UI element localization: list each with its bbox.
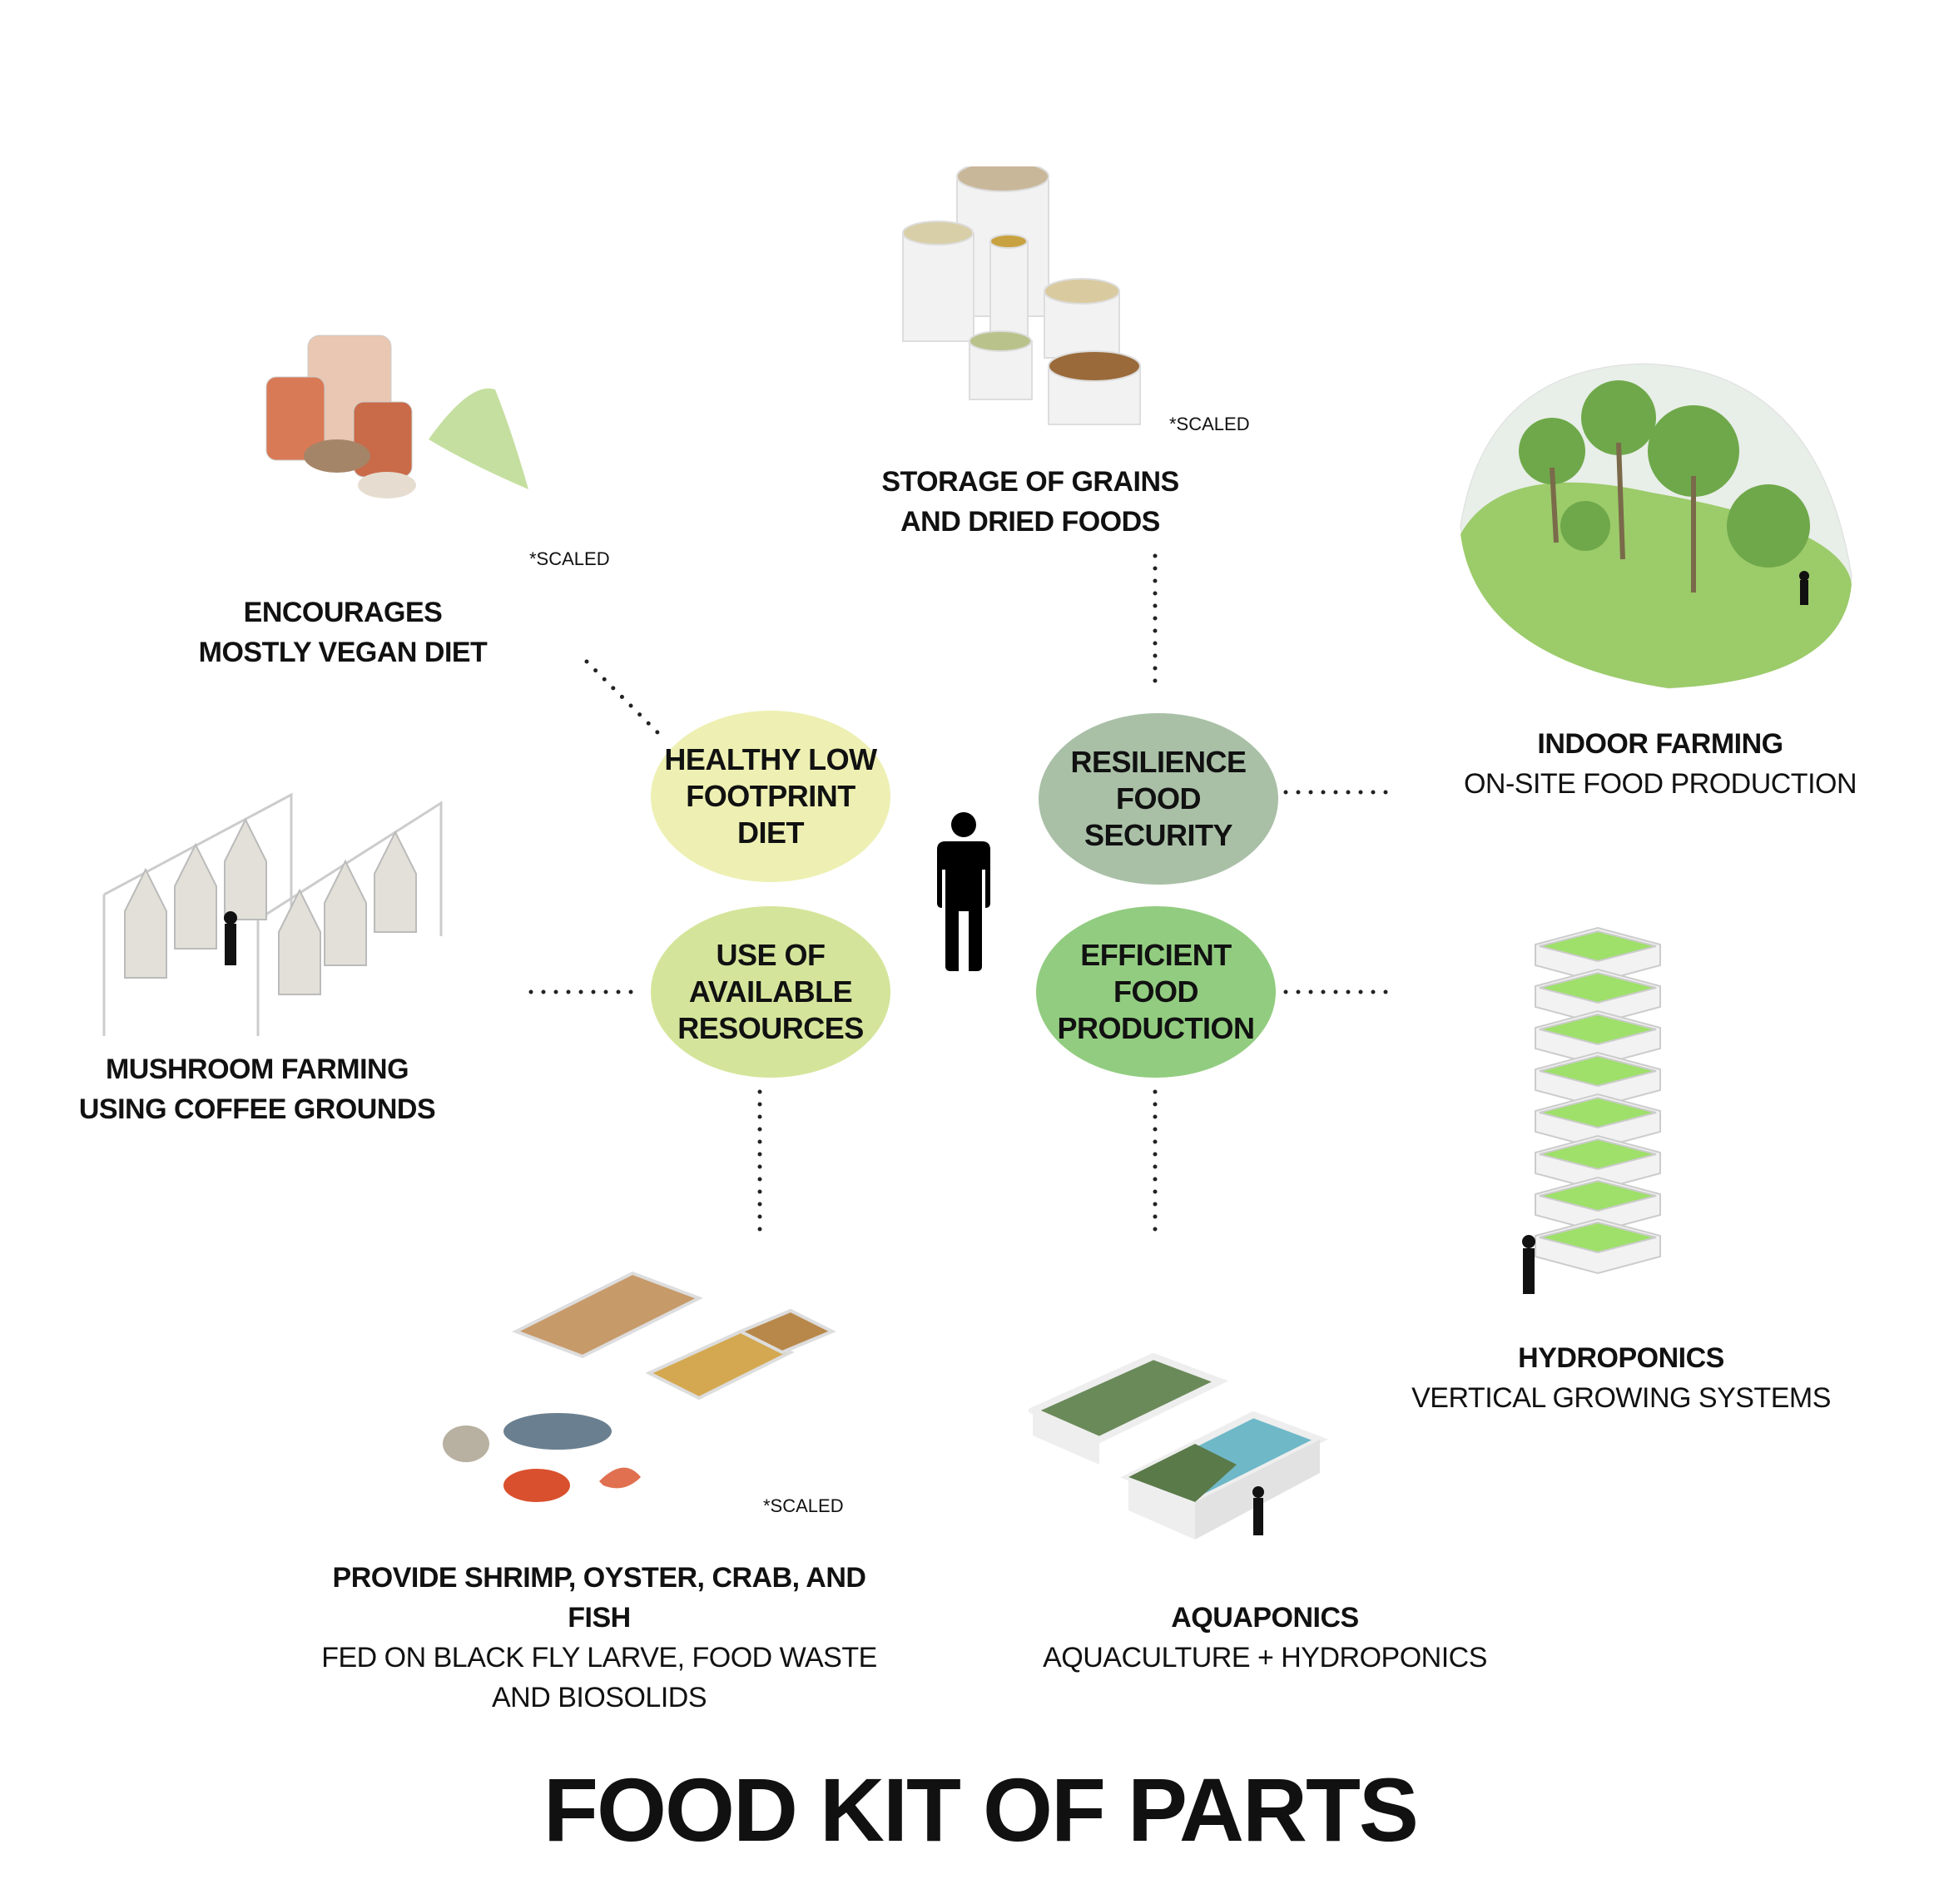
- label-title: PROVIDE SHRIMP, OYSTER, CRAB, AND: [332, 1562, 866, 1594]
- bubble-available-resources: USE OF AVAILABLE RESOURCES: [651, 906, 890, 1078]
- bubble-healthy-diet: HEALTHY LOW FOOTPRINT DIET: [651, 711, 890, 882]
- bubble-line: DIET: [736, 816, 805, 850]
- tower-plants: [1539, 1221, 1657, 1254]
- label-title: AQUAPONICS: [1171, 1602, 1359, 1634]
- vegan-food-image: [265, 335, 528, 498]
- bubble-line: PRODUCTION: [1057, 1011, 1256, 1045]
- label-title: MOSTLY VEGAN DIET: [198, 637, 488, 668]
- label-subtitle: VERTICAL GROWING SYSTEMS: [1411, 1382, 1831, 1414]
- tower-plants: [1539, 930, 1657, 963]
- label-title: STORAGE OF GRAINS: [881, 466, 1179, 498]
- aquaponics-tanks-image: [1029, 1352, 1328, 1540]
- seafood-image: [443, 1271, 836, 1502]
- scaled-note: *SCALED: [1169, 414, 1250, 434]
- label-title: USING COFFEE GROUNDS: [78, 1093, 436, 1125]
- label-title: HYDROPONICS: [1518, 1342, 1724, 1374]
- tower-plants: [1539, 1179, 1657, 1212]
- bubble-line: HEALTHY LOW: [664, 742, 877, 776]
- tower-plants: [1539, 1096, 1657, 1129]
- vegan-diet-label: ENCOURAGES MOSTLY VEGAN DIET: [199, 593, 488, 672]
- bubble-line: RESOURCES: [677, 1011, 864, 1045]
- label-subtitle: ON-SITE FOOD PRODUCTION: [1463, 768, 1857, 800]
- label-subtitle: AND BIOSOLIDS: [491, 1682, 707, 1713]
- label-title: FISH: [568, 1602, 631, 1634]
- bubble-line: FOOD: [1113, 974, 1199, 1009]
- aquaponics-label: AQUAPONICS AQUACULTURE + HYDROPONICS: [1043, 1598, 1487, 1678]
- tower-plants: [1539, 1054, 1657, 1088]
- label-title: AND DRIED FOODS: [900, 506, 1160, 538]
- storage-label: STORAGE OF GRAINS AND DRIED FOODS: [881, 462, 1179, 542]
- tower-plants: [1539, 971, 1657, 1004]
- scaled-note: *SCALED: [529, 548, 610, 569]
- bubble-line: AVAILABLE: [688, 974, 853, 1009]
- connector-vegan: [584, 659, 664, 739]
- scaled-note: *SCALED: [763, 1495, 844, 1516]
- grain-storage-image: [902, 166, 1141, 425]
- bubble-resilience: RESILIENCE FOOD SECURITY: [1039, 713, 1278, 885]
- label-subtitle: AQUACULTURE + HYDROPONICS: [1043, 1642, 1487, 1673]
- label-title: ENCOURAGES: [243, 597, 443, 628]
- mushroom-farming-image: [102, 792, 443, 1036]
- indoor-farming-dome-image: [1460, 363, 1852, 689]
- bubble-line: FOOTPRINT: [686, 779, 855, 813]
- label-title: INDOOR FARMING: [1537, 728, 1783, 760]
- bubble-line: FOOD: [1116, 781, 1202, 816]
- label-title: MUSHROOM FARMING: [105, 1054, 409, 1085]
- hydroponics-tower-image: [1522, 926, 1661, 1294]
- mushroom-farming-label: MUSHROOM FARMING USING COFFEE GROUNDS: [78, 1049, 436, 1129]
- person-icon: [937, 812, 990, 971]
- bubble-efficient-production: EFFICIENT FOOD PRODUCTION: [1036, 906, 1276, 1078]
- bubble-line: SECURITY: [1084, 818, 1233, 852]
- page-title: FOOD KIT OF PARTS: [543, 1759, 1419, 1860]
- hydroponics-label: HYDROPONICS VERTICAL GROWING SYSTEMS: [1411, 1338, 1831, 1418]
- tower-plants: [1539, 1138, 1657, 1171]
- indoor-farming-label: INDOOR FARMING ON-SITE FOOD PRODUCTION: [1464, 724, 1857, 804]
- tower-plants: [1539, 1013, 1657, 1046]
- bubble-line: EFFICIENT: [1080, 938, 1232, 972]
- bubble-line: RESILIENCE: [1070, 745, 1247, 779]
- seafood-label: PROVIDE SHRIMP, OYSTER, CRAB, AND FISH F…: [321, 1558, 877, 1718]
- bubble-line: USE OF: [716, 938, 826, 972]
- label-subtitle: FED ON BLACK FLY LARVE, FOOD WASTE: [321, 1642, 877, 1673]
